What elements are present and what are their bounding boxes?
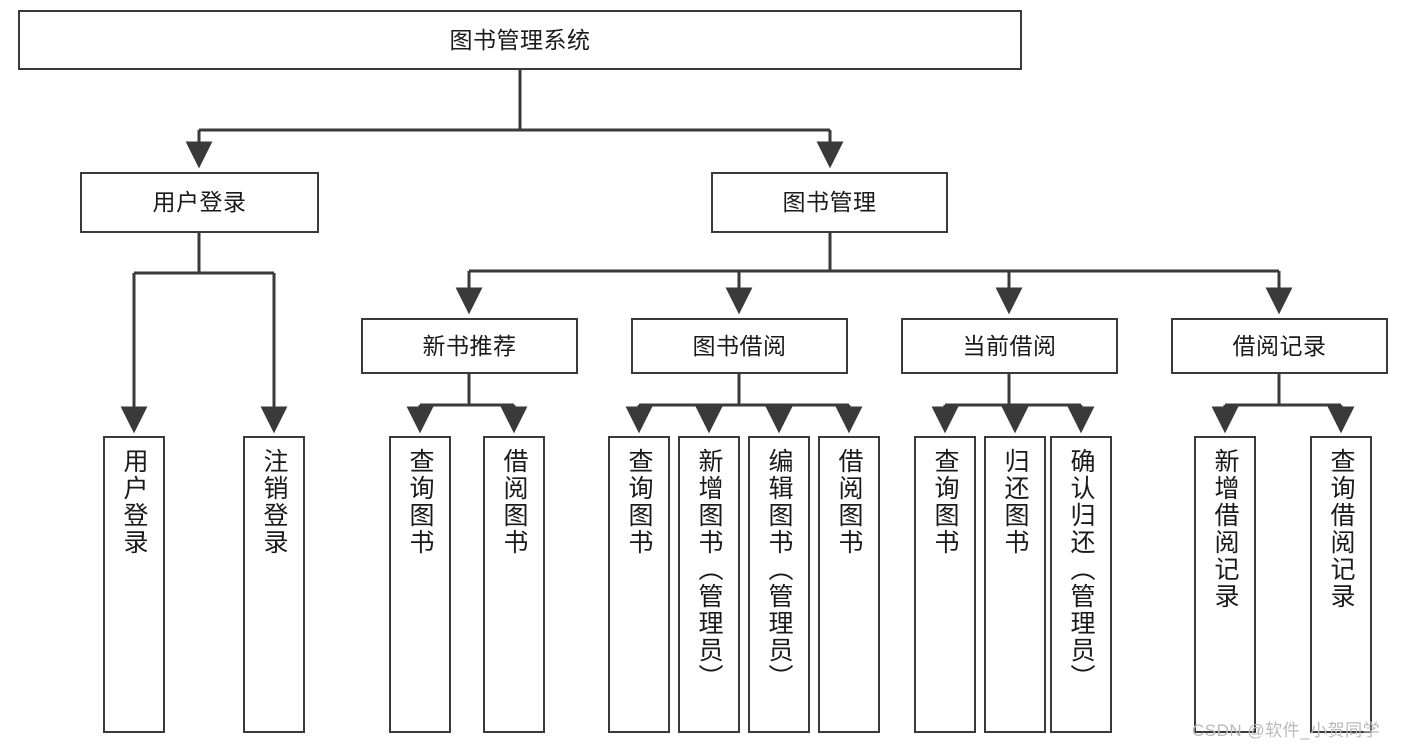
node-label: 新书推荐	[422, 332, 517, 359]
node-root-book-management-system[interactable]: 图书管理系统	[18, 10, 1022, 70]
node-label: 用户登录	[152, 189, 247, 216]
node-label: 查询图书	[931, 448, 959, 556]
node-label: 编辑图书（管理员）	[765, 448, 793, 691]
leaf-user-login-login[interactable]: 用户登录	[103, 436, 165, 733]
node-label: 查询图书	[625, 448, 653, 556]
leaf-user-login-logout[interactable]: 注销登录	[243, 436, 305, 733]
node-label: 确认归还（管理员）	[1067, 448, 1095, 691]
node-user-login[interactable]: 用户登录	[80, 172, 319, 233]
node-label: 查询借阅记录	[1327, 448, 1355, 610]
node-label: 图书管理系统	[449, 26, 591, 53]
leaf-new-book-query-book[interactable]: 查询图书	[389, 436, 451, 733]
node-label: 借阅图书	[835, 448, 863, 556]
node-label: 注销登录	[260, 448, 288, 556]
leaf-current-borrow-query-book[interactable]: 查询图书	[914, 436, 976, 733]
leaf-borrow-record-query-record[interactable]: 查询借阅记录	[1310, 436, 1372, 733]
leaf-current-borrow-confirm-return-admin[interactable]: 确认归还（管理员）	[1050, 436, 1112, 733]
node-label: 当前借阅	[962, 332, 1057, 359]
leaf-current-borrow-return-book[interactable]: 归还图书	[984, 436, 1046, 733]
node-label: 图书管理	[782, 189, 877, 216]
node-borrow-record[interactable]: 借阅记录	[1171, 318, 1388, 374]
node-label: 用户登录	[120, 448, 148, 556]
node-book-borrow[interactable]: 图书借阅	[631, 318, 848, 374]
leaf-book-borrow-query-book[interactable]: 查询图书	[608, 436, 670, 733]
node-label: 借阅图书	[500, 448, 528, 556]
node-label: 图书借阅	[692, 332, 787, 359]
node-new-book-recommend[interactable]: 新书推荐	[361, 318, 578, 374]
node-label: 借阅记录	[1232, 332, 1327, 359]
node-label: 新增借阅记录	[1211, 448, 1239, 610]
leaf-book-borrow-borrow-book[interactable]: 借阅图书	[818, 436, 880, 733]
node-current-borrow[interactable]: 当前借阅	[901, 318, 1118, 374]
node-label: 查询图书	[406, 448, 434, 556]
node-book-management[interactable]: 图书管理	[711, 172, 948, 233]
node-label: 新增图书（管理员）	[695, 448, 723, 691]
leaf-book-borrow-add-book-admin[interactable]: 新增图书（管理员）	[678, 436, 740, 733]
leaf-book-borrow-edit-book-admin[interactable]: 编辑图书（管理员）	[748, 436, 810, 733]
leaf-borrow-record-add-record[interactable]: 新增借阅记录	[1194, 436, 1256, 733]
node-label: 归还图书	[1001, 448, 1029, 556]
leaf-new-book-borrow-book[interactable]: 借阅图书	[483, 436, 545, 733]
